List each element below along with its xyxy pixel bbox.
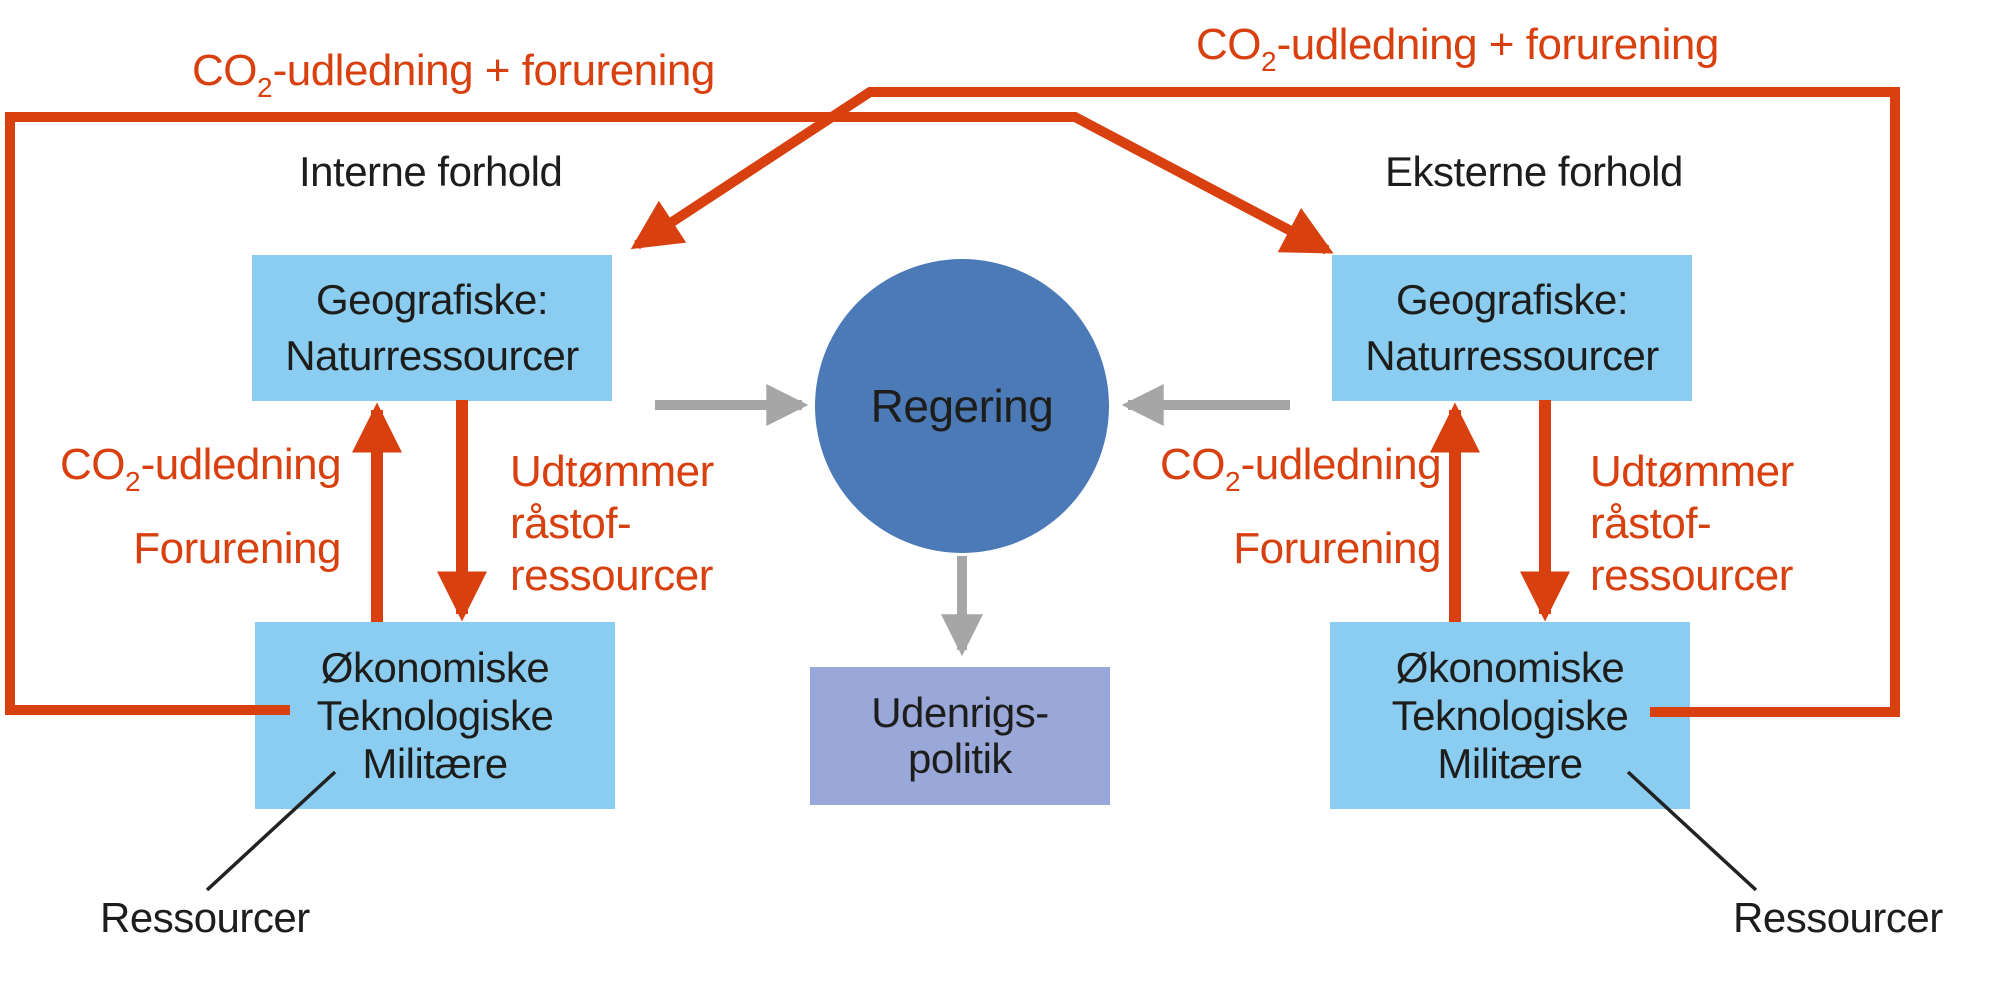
ressourcer-label-right: Ressourcer [1733,894,1943,941]
udenrigspolitik-line2: politik [908,735,1012,782]
udtommer-line1: Udtømmer [1590,447,1794,496]
geografiske-box-right: Geografiske: Naturressourcer [1332,255,1692,401]
udtommer-line3: ressourcer [510,551,713,600]
okonomiske-left-line1: Økonomiske [320,643,550,691]
forurening-label-left: Forurening [133,524,341,573]
ressourcer-label-left: Ressourcer [100,894,310,941]
geografiske-right-line2: Naturressourcer [1365,332,1659,379]
co2-subscript: 2 [257,72,273,103]
geografiske-box-left: Geografiske: Naturressourcer [252,255,612,401]
co2-prefix: CO [1160,440,1226,489]
ressourcer-pointer-left [205,770,337,892]
geografiske-left-line1: Geografiske: [315,276,549,323]
interne-forhold-heading: Interne forhold [299,148,563,195]
okonomiske-box-left: Økonomiske Teknologiske Militære [255,622,615,809]
udtommer-label-left: Udtømmer råstof- ressourcer [510,446,714,602]
udtommer-line3: ressourcer [1590,551,1793,600]
udtommer-line1: Udtømmer [510,447,714,496]
loop-right-okonomiske-to-left-geografiske-arrow [630,87,1900,717]
okonomiske-right-line1: Økonomiske [1395,643,1625,691]
co2-rest: -udledning + forurening [272,46,716,95]
udtommer-line2: råstof- [510,499,632,548]
eksterne-forhold-heading: Eksterne forhold [1385,148,1683,195]
okonomiske-right-line3: Militære [1437,739,1583,787]
co2-prefix: CO [1196,20,1262,69]
co2-rest: -udledning [1240,440,1442,489]
okonomiske-right-line2: Teknologiske [1391,691,1629,739]
forurening-label-right: Forurening [1233,524,1441,573]
co2-udledning-label-left: CO2-udledning [60,440,342,498]
udtommer-line2: råstof- [1590,499,1712,548]
ressourcer-pointer-right [1626,770,1758,892]
co2-rest: -udledning + forurening [1276,20,1720,69]
co2-prefix: CO [192,46,258,95]
okonomiske-left-line3: Militære [362,739,508,787]
co2-forurening-loop-label-right: CO2-udledning + forurening [1196,20,1719,78]
okonomiske-box-right: Økonomiske Teknologiske Militære [1330,622,1690,809]
regering-label: Regering [870,380,1054,432]
okonomiske-left-line2: Teknologiske [316,691,554,739]
regering-circle: Regering [815,259,1109,553]
udenrigspolitik-line1: Udenrigs- [871,689,1049,736]
co2-rest: -udledning [140,440,342,489]
co2-udledning-label-right: CO2-udledning [1160,440,1442,498]
co2-forurening-loop-label-left: CO2-udledning + forurening [192,46,715,104]
udtommer-label-right: Udtømmer råstof- ressourcer [1590,446,1794,602]
geografiske-left-line2: Naturressourcer [285,332,579,379]
udenrigspolitik-box: Udenrigs- politik [810,667,1110,805]
co2-subscript: 2 [1261,46,1277,77]
loop-left-okonomiske-to-right-geografiske-arrow [5,112,1334,715]
co2-subscript: 2 [1225,466,1241,497]
co2-subscript: 2 [125,466,141,497]
geografiske-right-line1: Geografiske: [1395,276,1629,323]
co2-prefix: CO [60,440,126,489]
